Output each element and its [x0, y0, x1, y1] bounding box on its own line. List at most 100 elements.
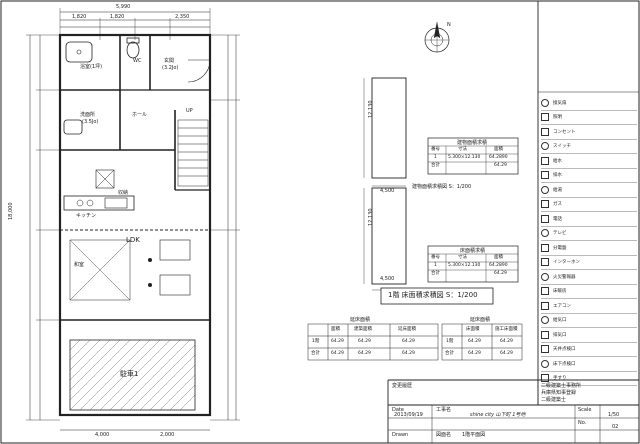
legend-symbol-icon — [541, 113, 549, 122]
area1-cell: 64.2890 — [489, 155, 508, 160]
legend-item: 火災警報器 — [541, 270, 637, 285]
legend-symbol-icon — [541, 258, 549, 267]
legend-symbol-icon — [541, 316, 549, 325]
legend-item: 給水 — [541, 154, 637, 169]
legend-symbol-icon — [541, 243, 549, 252]
sheet-no-value: 02 — [612, 424, 619, 430]
area1-cell: 1 — [434, 155, 437, 160]
bottom-table-cell: 64.29 — [358, 339, 371, 344]
bottom-table2-cell: 64.29 — [500, 339, 513, 344]
room-wash-size: (3.5Jo) — [82, 119, 99, 125]
legend-item: 電話 — [541, 212, 637, 227]
floor-area-note-box — [380, 287, 494, 305]
dim-left-total: 18,000 — [8, 202, 14, 221]
bottom-table-cell: 64.29 — [402, 339, 415, 344]
bottom-table2-cell: 合計 — [445, 351, 454, 356]
bottom-table-cell: 64.29 — [331, 339, 344, 344]
area2-cell: 64.29 — [494, 271, 507, 276]
area1-title: 建物面積求積 — [457, 140, 488, 146]
legend-symbol-icon — [541, 98, 549, 107]
legend-item-label: 床暖房 — [553, 289, 567, 295]
legend-item: 給湯 — [541, 183, 637, 198]
legend-symbol-icon — [541, 272, 549, 281]
dim-bottom-a: 4,000 — [95, 432, 110, 438]
legend-item: 換気扇 — [541, 96, 637, 111]
legend-item: 分電盤 — [541, 241, 637, 256]
legend-item-label: インターホン — [553, 260, 580, 266]
room-bath-label: 浴室(1坪) — [80, 64, 103, 70]
room-tatami-label: 和室 — [74, 262, 85, 268]
legend-item: 給気口 — [541, 314, 637, 328]
drawing-name: 1階平面図 — [462, 432, 486, 438]
area2-cell: 面積 — [494, 255, 503, 260]
legend-item-label: 分電盤 — [553, 245, 567, 251]
legend-symbol-icon — [541, 156, 549, 165]
room-hall-label: ホール — [132, 112, 148, 118]
legend-item-label: 床下点検口 — [553, 361, 576, 367]
legend-symbol-icon — [541, 330, 549, 339]
legend-symbol-icon — [541, 171, 549, 180]
dim-a: 1,820 — [72, 14, 87, 20]
scale-label: Scale — [578, 407, 592, 413]
area1-cell: 面積 — [494, 147, 503, 152]
legend-item: 天井点検口 — [541, 343, 637, 357]
area2-cell: 番号 — [431, 255, 440, 260]
legend-item: 床暖房 — [541, 285, 637, 299]
drawn-label: Drawn — [392, 432, 409, 438]
legend-item-label: エアコン — [553, 303, 571, 309]
dim-b: 1,820 — [110, 14, 125, 20]
room-entrance-label: 玄関 — [164, 58, 175, 64]
compass-north-label: N — [447, 22, 451, 28]
area-diagram-2 — [363, 187, 519, 291]
legend-symbol-icon — [541, 127, 549, 136]
revisions-title: 変更履歴 — [392, 383, 413, 389]
area1-cell: 64.29 — [494, 163, 507, 168]
sheet-no-label: No. — [578, 420, 587, 426]
room-parking-label: 駐車1 — [120, 370, 139, 378]
area1-dim-top: 4,500 — [380, 188, 395, 194]
legend-item: スイッチ — [541, 140, 637, 154]
area1-cell: 寸法 — [458, 147, 467, 152]
company-line3: 二級建築士 — [541, 397, 567, 403]
floor-area-note: 1階 床面積求積図 S：1/200 — [388, 291, 478, 299]
bottom-table-cell: 64.29 — [358, 351, 371, 356]
area2-cell: 64.2890 — [489, 263, 508, 268]
area1-cell: 合計 — [431, 163, 440, 168]
kitchen-label: キッチン — [76, 213, 97, 219]
company-line1: 二級建築士事務所 — [541, 383, 582, 389]
bottom-table-cell: 64.29 — [331, 351, 344, 356]
legend-item: 床下点検口 — [541, 357, 637, 372]
legend-symbol-icon — [541, 200, 549, 209]
legend-item-label: テレビ — [553, 231, 567, 237]
legend-item-label: 給水 — [553, 158, 562, 164]
legend-symbol-icon — [541, 374, 549, 383]
drawing-label: 図面名 — [436, 432, 452, 438]
legend-item-label: コンセント — [553, 129, 576, 135]
legend-symbol-icon — [541, 214, 549, 223]
legend-item-label: 排気口 — [553, 332, 567, 338]
legend-item: エアコン — [541, 299, 637, 314]
legend-item-label: 換気扇 — [553, 100, 567, 106]
legend-item-label: 排水 — [553, 173, 562, 179]
bottom-table2-cell: 64.29 — [468, 339, 481, 344]
area2-dim-bottom: 4,500 — [380, 276, 395, 282]
legend-item: テレビ — [541, 227, 637, 241]
legend-item-label: スイッチ — [553, 144, 571, 150]
compass-icon — [424, 21, 450, 53]
scale-value: 1/50 — [608, 412, 620, 418]
legend-item-label: 手すり — [553, 376, 567, 382]
legend-item-label: 給湯 — [553, 187, 562, 193]
bottom-table2-cell: 施工床面積 — [495, 327, 518, 332]
area2-cell: 1 — [434, 263, 437, 268]
legend-item-label: 火災警報器 — [553, 274, 576, 280]
legend-list: 換気扇照明コンセントスイッチ給水排水給湯ガス電話テレビ分電盤インターホン火災警報… — [541, 96, 637, 386]
area2-cell: 5.300×12.130 — [448, 263, 481, 268]
bottom-table-cell: 合計 — [311, 351, 320, 356]
legend-symbol-icon — [541, 287, 549, 296]
dim-bottom-b: 2,000 — [160, 432, 175, 438]
legend-item: 排気口 — [541, 328, 637, 343]
storage-label: 収納 — [118, 190, 129, 196]
